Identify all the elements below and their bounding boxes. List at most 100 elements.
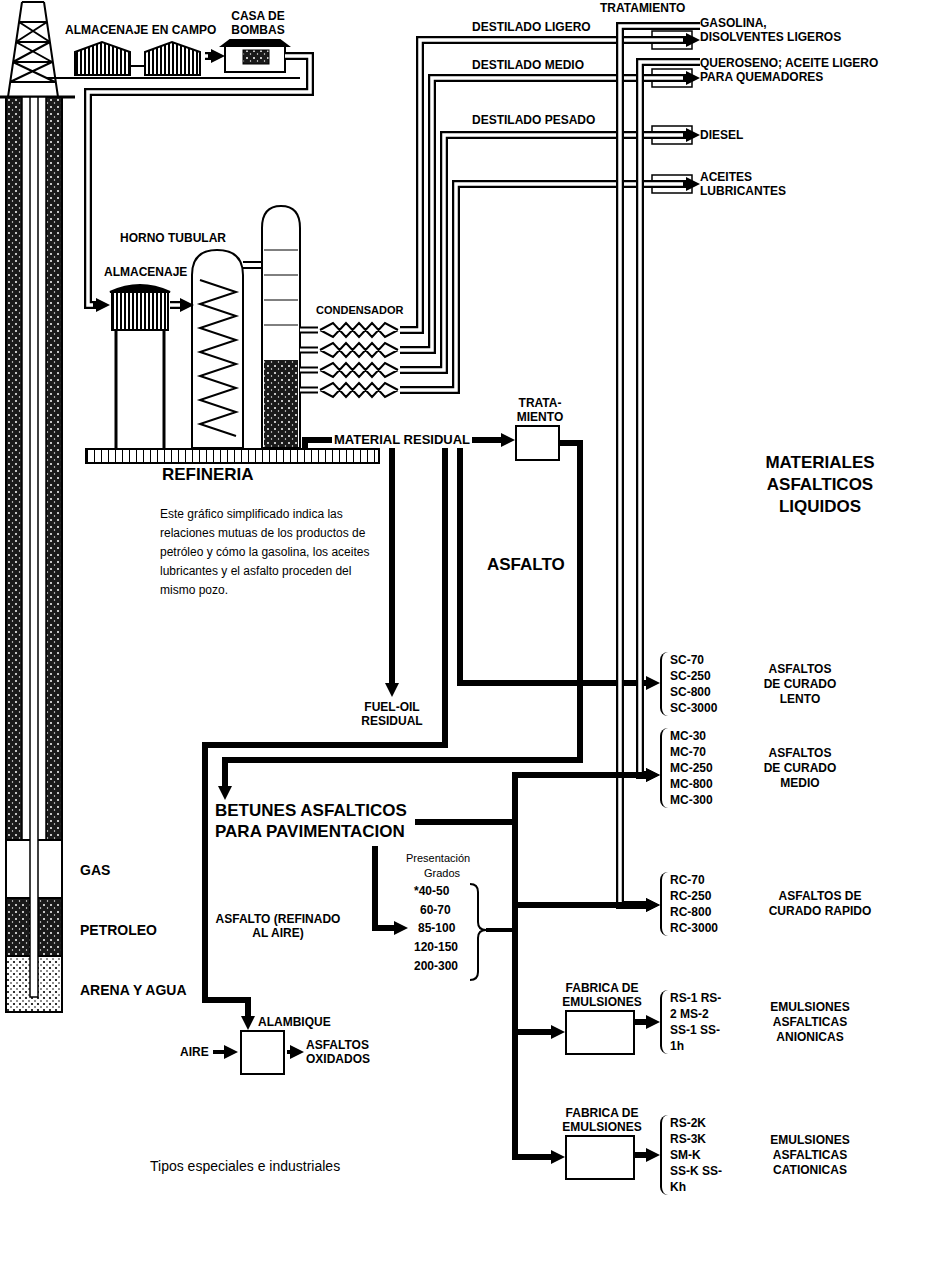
field-storage: ALMACENAJE EN CAMPO <box>72 40 205 75</box>
tank-body <box>112 292 168 330</box>
pipe-core <box>640 62 700 775</box>
house-windows <box>243 50 269 64</box>
field-platform <box>46 77 300 79</box>
furnace <box>192 250 262 448</box>
grade-group: MC-30 MC-70 MC-250 MC-800 MC-300ASFALTOS… <box>660 728 840 808</box>
flow-connector <box>305 440 646 683</box>
edge-label: DESTILADO PESADO <box>470 113 597 127</box>
tower-pipes-core <box>300 330 318 390</box>
flow-connector <box>415 822 551 1157</box>
grade-value: 200-300 <box>414 959 458 973</box>
heading-label: TRATA- MIENTO <box>512 396 568 424</box>
connector-line <box>635 1152 646 1158</box>
still-box: ALAMBIQUE <box>240 1030 285 1075</box>
field-tanks <box>75 42 200 75</box>
edge-label: DESTILADO MEDIO <box>470 58 586 72</box>
house-wall <box>225 46 285 72</box>
heading-label: ALMACENAJE EN CAMPO <box>65 23 216 37</box>
paving-bitumen: BETUNES ASFALTICOS PARA PAVIMENTACION <box>215 800 415 842</box>
grade-list: SC-70 SC-250 SC-800 SC-3000 <box>660 652 722 716</box>
furnace-pipe <box>243 261 262 269</box>
grade-list: RC-70 RC-250 RC-800 RC-3000 <box>660 872 722 936</box>
tower-body <box>262 206 300 448</box>
tower <box>262 206 318 448</box>
grade-list: RS-1 RS-2 MS-2 SS-1 SS-1h <box>660 990 722 1054</box>
refinery-platform: REFINERIA <box>85 448 380 464</box>
heading-label: ALAMBIQUE <box>258 1015 331 1029</box>
layer-label: ARENA Y AGUA <box>80 982 187 999</box>
pipe-core <box>88 56 310 305</box>
node-label: QUEROSENO; ACEITE LIGERO PARA QUEMADORES <box>700 56 890 84</box>
heading-label: CASA DE BOMBAS <box>227 9 289 37</box>
tower-trays <box>264 250 298 325</box>
coil <box>320 383 398 397</box>
coil <box>320 323 398 337</box>
grade-group: SC-70 SC-250 SC-800 SC-3000 ASFALTOS DE C… <box>660 652 840 716</box>
product-label: GASOLINA, DISOLVENTES LIGEROS <box>700 16 848 44</box>
category-label: ASFALTOS DE CURADO LENTO <box>760 662 840 707</box>
edge-label: ASFALTO <box>485 555 567 575</box>
derrick-frame <box>8 2 58 97</box>
tubing <box>30 97 38 997</box>
storage-tank: ALMACENAJE <box>110 282 170 330</box>
pipe-core <box>205 54 208 58</box>
grade-group: RS-1 RS-2 MS-2 SS-1 SS-1h EMULSIONES ASFA… <box>660 990 860 1054</box>
treatment-box: TRATA- MIENTO <box>515 425 560 461</box>
condenser-coils <box>320 323 398 397</box>
flow-connector <box>225 443 580 786</box>
footer-note: Tipos especiales e industriales <box>150 1158 340 1175</box>
tank-roof <box>110 285 170 292</box>
treatment-units <box>652 31 692 193</box>
flow-connector <box>635 1022 646 1023</box>
pipe-core <box>170 303 180 307</box>
tower-pipes <box>300 330 318 390</box>
grade-value: *40-50 <box>414 884 449 898</box>
flow-connector <box>635 1155 646 1156</box>
furnace-body <box>192 250 243 448</box>
connector-line <box>170 301 180 309</box>
furnace-pipe-core <box>243 263 262 267</box>
connector-line <box>225 443 580 786</box>
edge-label: MATERIAL RESIDUAL <box>332 432 472 448</box>
node-label: BETUNES ASFALTICOS PARA PAVIMENTACION <box>215 800 415 842</box>
connector-line <box>640 62 700 775</box>
grade-list: RS-2K RS-3K SM-K SS-K SS-Kh <box>660 1115 722 1195</box>
section-heading: MATERIALES ASFALTICOS LIQUIDOS <box>745 452 895 518</box>
layer-label: PETROLEO <box>80 922 157 939</box>
tube-furnace: HORNO TUBULAR <box>190 248 245 448</box>
flow-connector <box>415 775 646 822</box>
pipe-connector <box>88 56 310 305</box>
column-heading: TRATAMIENTO <box>600 1 685 15</box>
flow-label: FUEL-OIL RESIDUAL <box>355 700 429 728</box>
connector-line <box>305 440 646 683</box>
grade-group: RC-70 RC-250 RC-800 RC-3000ASFALTOS DE C… <box>660 872 880 936</box>
connector-line <box>415 822 551 1157</box>
category-label: EMULSIONES ASFALTICAS CATIONICAS <box>760 1133 860 1178</box>
edge-label: DESTILADO LIGERO <box>470 20 593 34</box>
grade-heading: Presentación <box>406 852 470 865</box>
pump-house: CASA DE BOMBAS <box>225 40 285 72</box>
coil <box>320 363 398 377</box>
storage-tank <box>110 285 170 448</box>
grades-bracket <box>470 884 486 980</box>
connector-line <box>635 1019 646 1025</box>
input-label: AIRE <box>180 1045 209 1059</box>
category-label: EMULSIONES ASFALTICAS ANIONICAS <box>760 1000 860 1045</box>
grade-value: 120-150 <box>414 940 458 954</box>
derrick <box>0 2 300 97</box>
air-arrow <box>213 1050 224 1054</box>
grade-value: 85-100 <box>418 921 455 935</box>
heading-label: HORNO TUBULAR <box>120 231 226 245</box>
product-label: QUEROSENO; ACEITE LIGERO PARA QUEMADORES <box>700 56 890 84</box>
grade-heading: Grados <box>424 867 460 880</box>
node-label: DIESEL <box>700 128 780 142</box>
tank-link <box>130 65 145 67</box>
pipe-connector <box>205 56 211 57</box>
node-label: GASOLINA, DISOLVENTES LIGEROS <box>700 16 848 44</box>
fuel-oil-arrow <box>389 441 395 683</box>
oxidized-arrow <box>287 1050 290 1054</box>
note-text: Este gráfico simplificado indica las rel… <box>160 505 382 600</box>
grade-value: 60-70 <box>420 903 451 917</box>
